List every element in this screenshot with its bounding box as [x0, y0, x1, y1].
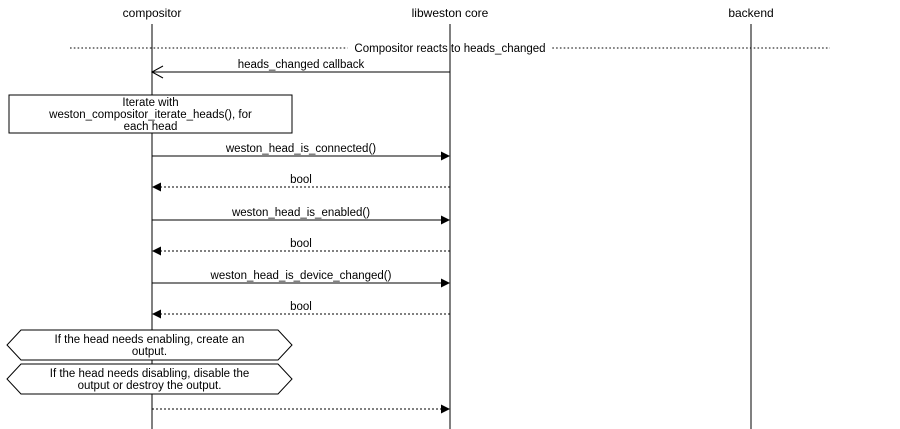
lifelines-group [151, 24, 752, 429]
divider-label: Compositor reacts to heads_changed [354, 43, 545, 55]
arrowhead-icon-weston-head-is-device-changed [441, 278, 450, 288]
note-iterate-heads-note: Iterate withweston_compositor_iterate_he… [8, 94, 293, 134]
message-heads-changed-callback: heads_changed callback [150, 59, 450, 79]
message-bool-return-connected: bool [152, 174, 450, 192]
actor-label-compositor: compositor [123, 6, 182, 20]
phase-divider-group: Compositor reacts to heads_changed [70, 43, 830, 55]
arrowhead-icon-final-dotted-to-core [441, 404, 450, 414]
actor-headers-group: compositor libweston core backend [123, 6, 774, 20]
annotation-text-line: output. [132, 346, 167, 358]
message-bool-return-device-changed: bool [152, 301, 450, 319]
message-weston-head-is-connected: weston_head_is_connected() [152, 143, 450, 161]
note-text-line: Iterate with [122, 97, 178, 109]
message-label-bool-return-connected: bool [290, 174, 312, 186]
annotation-text-line: output or destroy the output. [78, 380, 222, 392]
annotation-disable-head-annotation: If the head needs disabling, disable the… [6, 363, 293, 395]
annotation-text-line: If the head needs enabling, create an [55, 334, 245, 346]
message-label-heads-changed-callback: heads_changed callback [238, 59, 365, 71]
arrowhead-icon-bool-return-device-changed [152, 309, 161, 319]
note-text-line: weston_compositor_iterate_heads(), for [48, 109, 252, 121]
actor-label-libweston-core: libweston core [412, 6, 489, 20]
message-weston-head-is-device-changed: weston_head_is_device_changed() [152, 270, 450, 288]
message-bool-return-enabled: bool [152, 238, 450, 256]
annotation-shape-enable-head-annotation [6, 329, 293, 361]
arrowhead-icon-weston-head-is-connected [441, 151, 450, 161]
message-label-weston-head-is-enabled: weston_head_is_enabled() [231, 207, 370, 219]
annotation-enable-head-annotation: If the head needs enabling, create anout… [6, 329, 293, 361]
message-weston-head-is-enabled: weston_head_is_enabled() [152, 207, 450, 225]
arrowhead-icon-bool-return-connected [152, 182, 161, 192]
annotation-shape-disable-head-annotation [6, 363, 293, 395]
message-label-weston-head-is-device-changed: weston_head_is_device_changed() [210, 270, 392, 282]
note-box-iterate-heads-note [8, 94, 293, 134]
message-final-dotted-to-core [152, 404, 450, 414]
actor-label-backend: backend [728, 6, 773, 20]
arrowhead-icon-bool-return-enabled [152, 246, 161, 256]
arrowhead-icon-weston-head-is-enabled [441, 215, 450, 225]
arrowhead-icon-heads-changed-callback [150, 65, 164, 79]
note-text-line: each head [124, 121, 178, 133]
message-label-bool-return-device-changed: bool [290, 301, 312, 313]
messages-group: heads_changed callback weston_head_is_con… [150, 59, 450, 414]
message-label-weston-head-is-connected: weston_head_is_connected() [225, 143, 376, 155]
annotations-group: If the head needs enabling, create anout… [6, 329, 293, 395]
message-label-bool-return-enabled: bool [290, 238, 312, 250]
annotation-text-line: If the head needs disabling, disable the [50, 368, 249, 380]
notes-group: Iterate withweston_compositor_iterate_he… [8, 94, 293, 134]
